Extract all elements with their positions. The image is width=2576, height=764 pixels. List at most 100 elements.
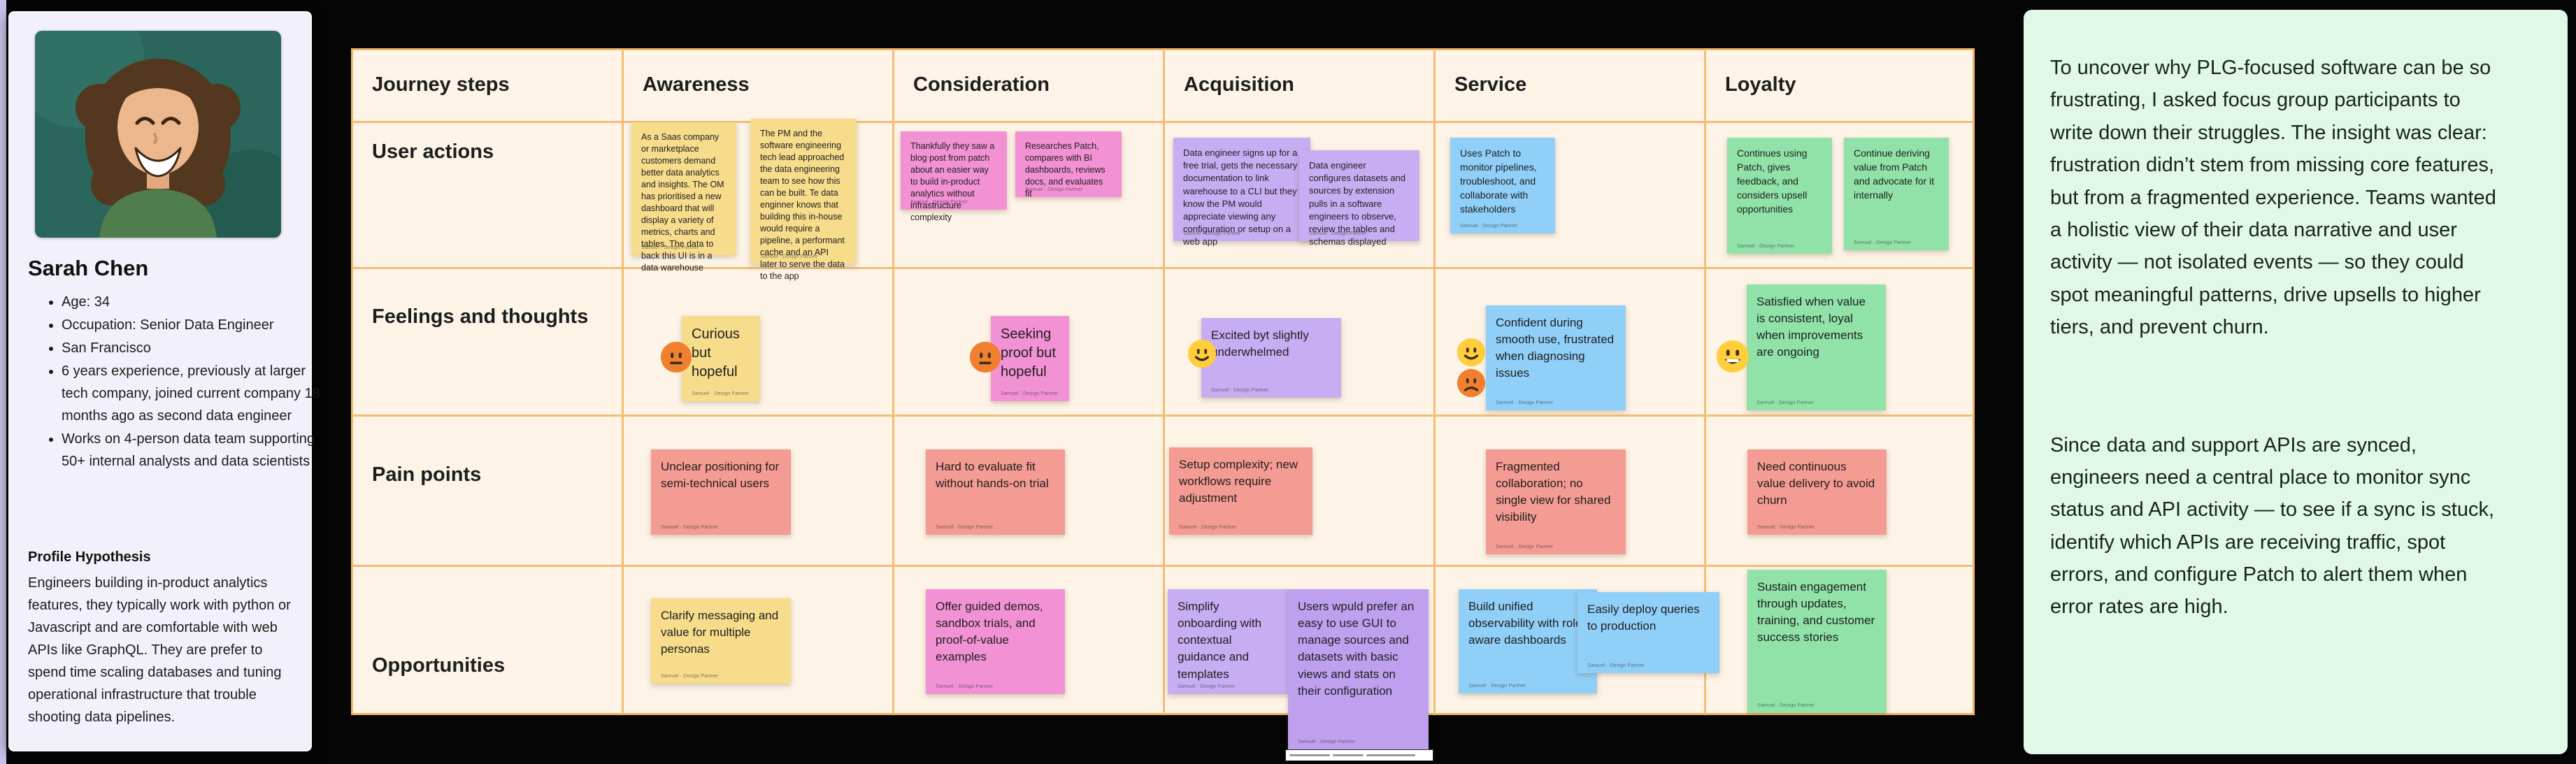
- sticky-note[interactable]: Continue deriving value from Patch and a…: [1844, 138, 1949, 250]
- column-header-acquisition: Acquisition: [1184, 73, 1294, 96]
- selected-text-element[interactable]: [1285, 749, 1433, 761]
- sticky-note-author: Samuel · Design Partner: [661, 672, 719, 679]
- sticky-note[interactable]: Build unified observability with role-aw…: [1459, 589, 1597, 693]
- slightly-smiling-emoji[interactable]: [1187, 339, 1217, 368]
- sticky-note-author: Samuel · Design Partner: [661, 524, 719, 530]
- sticky-note-author: Samuel · Design Partner: [1179, 524, 1237, 530]
- sticky-note-author: Samuel · Design Partner: [1468, 682, 1526, 689]
- tiny-text-line: [1289, 754, 1330, 756]
- sticky-note-text: Thankfully they saw a blog post from pat…: [910, 141, 997, 222]
- grid-line: [892, 48, 894, 715]
- sticky-note[interactable]: Data engineer configures datasets and so…: [1299, 150, 1419, 247]
- sticky-note[interactable]: Sustain engagement through updates, trai…: [1747, 570, 1887, 713]
- sticky-note-author: Samuel · Design Partner: [1211, 387, 1269, 393]
- sticky-note-text: Excited byt slightly underwhelmed: [1211, 329, 1312, 359]
- sticky-note[interactable]: Thankfully they saw a blog post from pat…: [901, 131, 1007, 222]
- neutral-face-emoji[interactable]: [969, 341, 1001, 373]
- persona-photo: [35, 31, 281, 238]
- sticky-note-author: Samuel · Design Partner: [1496, 399, 1554, 405]
- sticky-note-author: Samuel · Design Partner: [1587, 662, 1645, 668]
- persona-name: Sarah Chen: [28, 256, 149, 280]
- sticky-note-author: Samuel · Design Partner: [760, 253, 818, 259]
- sticky-note-author: Samuel · Design Partner: [1183, 230, 1241, 236]
- sticky-note-text: Fragmented collaboration; no single view…: [1496, 460, 1615, 524]
- persona-bullet: Age: 34: [62, 291, 329, 313]
- grid-line: [1704, 48, 1706, 715]
- insight-paragraph: To uncover why PLG-focused software can …: [2050, 57, 2496, 339]
- sticky-note-text: Continue deriving value from Patch and a…: [1854, 147, 1938, 201]
- sticky-note-author: Samuel · Design Partner: [1001, 390, 1059, 396]
- row-label-opportunities: Opportunities: [372, 654, 506, 677]
- sticky-note-text: Sustain engagement through updates, trai…: [1757, 580, 1878, 644]
- frowning-face-emoji[interactable]: [1457, 368, 1486, 398]
- sticky-note-text: As a Saas company or marketplace custome…: [641, 132, 727, 273]
- sticky-note-text: Hard to evaluate fit without hands-on tr…: [936, 460, 1049, 491]
- tiny-text-line: [1333, 754, 1364, 756]
- persona-panel[interactable]: Sarah Chen Age: 34Occupation: Senior Dat…: [8, 11, 320, 751]
- sticky-note[interactable]: Confident during smooth use, frustrated …: [1486, 305, 1626, 410]
- persona-bullet: San Francisco: [62, 337, 329, 359]
- sticky-note-author: Samuel · Design Partner: [1757, 524, 1815, 530]
- sticky-note-author: Samuel · Design Partner: [1298, 738, 1356, 744]
- persona-bullet: Occupation: Senior Data Engineer: [62, 314, 329, 336]
- sticky-note-author: Samuel · Design Partner: [1178, 683, 1236, 689]
- sticky-note[interactable]: Users wpuld prefer an easy to use GUI to…: [1288, 589, 1429, 749]
- sticky-note-text: Setup complexity; new workflows require …: [1179, 458, 1301, 505]
- sticky-note-author: Samuel · Design Partner: [692, 390, 750, 396]
- sticky-note-author: Samuel · Design Partner: [1737, 243, 1795, 249]
- sticky-note-text: Curious but hopeful: [692, 326, 744, 380]
- sticky-note-text: Researches Patch, compares with BI dashb…: [1025, 141, 1108, 199]
- sticky-note[interactable]: Uses Patch to monitor pipelines, trouble…: [1450, 138, 1555, 233]
- persona-photo-illustration: [35, 31, 281, 238]
- slightly-smiling-emoji[interactable]: [1457, 338, 1486, 367]
- grid-line: [351, 415, 1975, 417]
- sticky-note-text: Build unified observability with role-aw…: [1468, 600, 1587, 647]
- sticky-note-text: Satisfied when value is consistent, loya…: [1756, 295, 1869, 359]
- sticky-note-text: Offer guided demos, sandbox trials, and …: [936, 600, 1047, 664]
- sticky-note-text: Data engineer configures datasets and so…: [1309, 160, 1408, 247]
- sticky-note[interactable]: As a Saas company or marketplace custome…: [631, 122, 736, 273]
- sticky-note[interactable]: Unclear positioning for semi-technical u…: [651, 449, 791, 535]
- sticky-note[interactable]: The PM and the software engineering tech…: [750, 119, 857, 281]
- sticky-note-text: Continues using Patch, gives feedback, a…: [1737, 147, 1810, 215]
- persona-bullet-list: Age: 34Occupation: Senior Data EngineerS…: [31, 291, 329, 473]
- persona-bullet: Works on 4-person data team supporting 5…: [62, 428, 329, 473]
- sticky-note[interactable]: Fragmented collaboration; no single view…: [1486, 449, 1626, 554]
- sticky-note-author: Samuel · Design Partner: [936, 683, 994, 689]
- column-header-service: Service: [1454, 73, 1527, 96]
- sticky-note[interactable]: Data engineer signs up for a free trial,…: [1173, 138, 1310, 247]
- sticky-note[interactable]: Continues using Patch, gives feedback, a…: [1727, 138, 1832, 254]
- sticky-note[interactable]: Researches Patch, compares with BI dashb…: [1015, 131, 1122, 199]
- profile-hypothesis-text: Engineers building in-product analytics …: [28, 575, 291, 725]
- sticky-note-author: Samuel · Design Partner: [1460, 222, 1518, 229]
- sticky-note[interactable]: Clarify messaging and value for multiple…: [651, 598, 791, 684]
- sticky-note-author: Samuel · Design Partner: [1025, 186, 1083, 192]
- sticky-note-text: Clarify messaging and value for multiple…: [661, 609, 782, 656]
- sticky-note-author: Samuel · Design Partner: [641, 244, 699, 250]
- sticky-note[interactable]: Offer guided demos, sandbox trials, and …: [926, 589, 1065, 694]
- sticky-note-author: Samuel · Design Partner: [1496, 543, 1554, 549]
- grid-line: [1163, 48, 1165, 715]
- column-header-awareness: Awareness: [643, 73, 750, 96]
- grid-line: [351, 121, 1975, 123]
- sticky-note-text: Users wpuld prefer an easy to use GUI to…: [1298, 600, 1418, 698]
- sticky-note-text: The PM and the software engineering tech…: [760, 129, 847, 281]
- sticky-note[interactable]: Satisfied when value is consistent, loya…: [1747, 284, 1886, 410]
- sticky-note-text: Need continuous value delivery to avoid …: [1757, 460, 1878, 507]
- sticky-note-author: Samuel · Design Partner: [1309, 230, 1367, 236]
- sticky-note-author: Samuel · Design Partner: [936, 524, 994, 530]
- sticky-note-text: Unclear positioning for semi-technical u…: [661, 460, 782, 491]
- column-header-loyalty: Loyalty: [1725, 73, 1796, 96]
- neutral-face-emoji[interactable]: [660, 341, 692, 373]
- sticky-note[interactable]: Setup complexity; new workflows require …: [1169, 447, 1312, 535]
- sticky-note[interactable]: Simplify onboarding with contextual guid…: [1168, 589, 1290, 694]
- sticky-note[interactable]: Need continuous value delivery to avoid …: [1747, 449, 1887, 535]
- sticky-note[interactable]: Hard to evaluate fit without hands-on tr…: [926, 449, 1065, 535]
- persona-bullet: 6 years experience, previously at larger…: [62, 360, 329, 427]
- grinning-face-emoji[interactable]: [1716, 340, 1749, 373]
